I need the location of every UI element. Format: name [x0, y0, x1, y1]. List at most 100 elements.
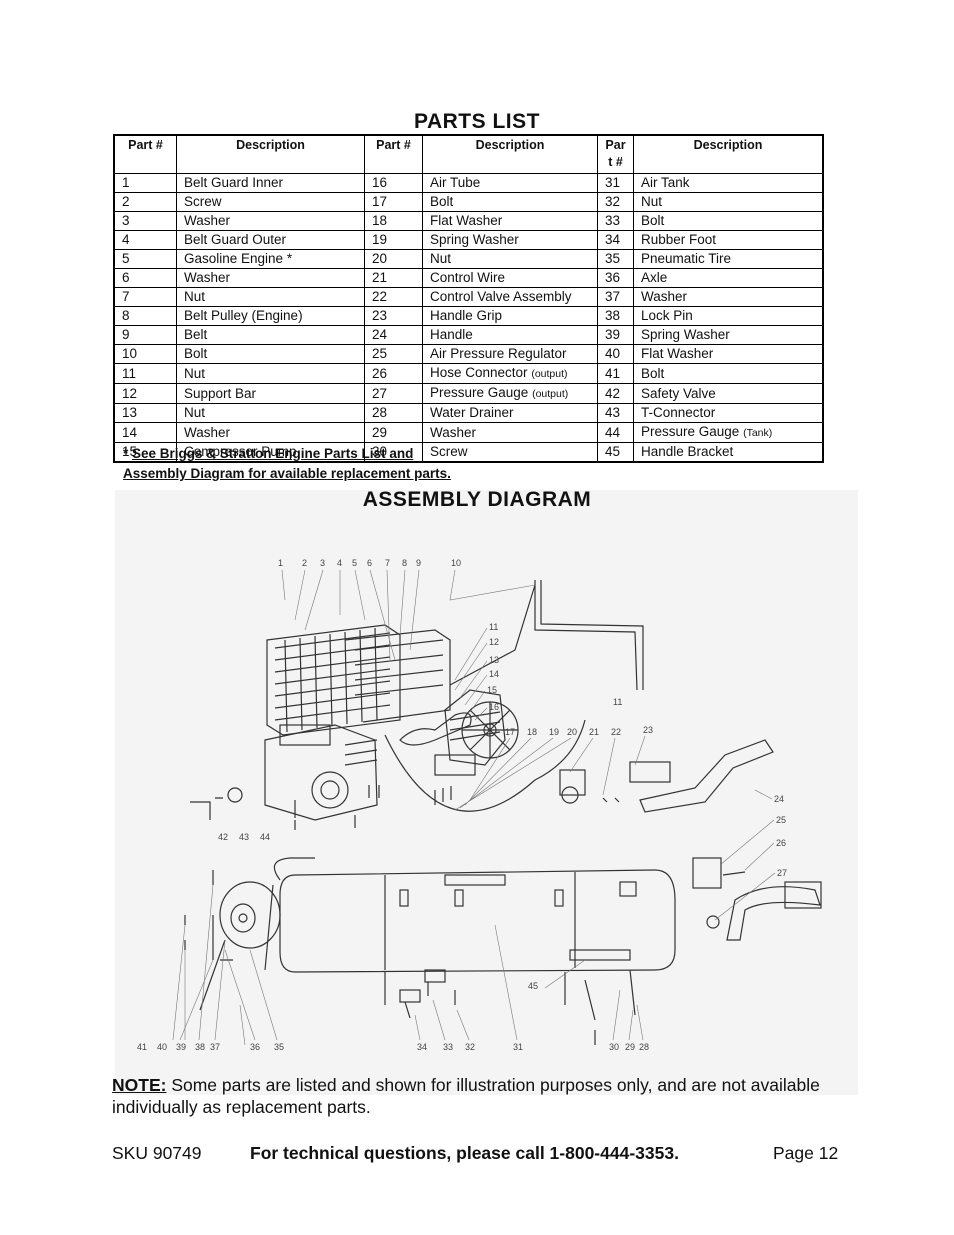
description-cell-text: Pressure Gauge [641, 424, 740, 439]
handle-bracket-illustration [264, 857, 315, 971]
description-cell-text: T-Connector [641, 405, 716, 420]
description-cell: Bolt [422, 192, 598, 212]
control-wire-illustration [384, 719, 586, 812]
callout-14: 14 [489, 669, 499, 679]
description-cell: Washer [633, 287, 824, 307]
description-cell-text: Support Bar [184, 385, 257, 401]
part-number-cell-text: 15 [122, 444, 138, 459]
callout-22: 22 [611, 727, 621, 737]
description-cell-text: Belt Guard Inner [184, 175, 284, 190]
part-number-cell-text: 2 [122, 194, 130, 209]
part-number-cell: 31 [597, 173, 634, 193]
callout-18: 18 [527, 727, 537, 737]
description-cell-text: Nut [184, 365, 206, 381]
part-number-cell: 15 [113, 442, 177, 462]
assembly-diagram-title: ASSEMBLY DIAGRAM [362, 488, 592, 511]
part-number-cell-text: 44 [605, 424, 621, 440]
description-cell: Axle [633, 268, 824, 288]
callout-33: 33 [443, 1042, 453, 1052]
description-cell: Handle [422, 325, 598, 345]
callout-7: 7 [385, 558, 390, 568]
description-cell: Belt Pulley (Engine) [176, 306, 365, 326]
callout-27: 27 [777, 868, 787, 878]
description-cell: Bolt [633, 211, 824, 231]
col-header-part-number-3: Par t # [597, 135, 634, 174]
part-number-cell-text: 20 [372, 251, 388, 266]
description-cell-text: Air Pressure Regulator [430, 346, 567, 361]
part-number-cell-text: 25 [372, 346, 388, 361]
description-cell: Nut [176, 363, 365, 384]
part-number-cell-text: 16 [372, 175, 388, 190]
part-number-cell-text: 34 [605, 232, 621, 247]
callout-11-tube: 11 [613, 697, 622, 707]
part-number-cell: 17 [364, 192, 423, 212]
col-header-description-2: Description [422, 135, 598, 174]
engine-footnote: * See Briggs & Stratton Engine Parts Lis… [123, 444, 451, 484]
description-cell: T-Connector [633, 403, 824, 423]
description-cell-text: Flat Washer [430, 213, 503, 228]
part-number-cell-text: 24 [372, 327, 388, 342]
part-number-cell-text: 11 [122, 365, 137, 381]
leader-lines [172, 569, 776, 1046]
parts-table: Part # Description Part # Description Pa… [113, 134, 824, 463]
description-cell-text: Washer [184, 213, 231, 228]
description-cell: Spring Washer [422, 230, 598, 250]
description-cell-qualifier: (Tank) [743, 427, 773, 439]
diagram-callouts: 1 2 3 4 5 6 7 8 9 10 11 12 13 14 15 16 1… [137, 558, 787, 1052]
description-cell: Water Drainer [422, 403, 598, 423]
part-number-cell: 2 [113, 192, 177, 212]
description-cell-text: Belt [184, 327, 208, 342]
part-number-cell-text: 21 [372, 270, 388, 285]
description-cell: Pressure Gauge (output) [422, 383, 598, 404]
callout-40: 40 [157, 1042, 167, 1052]
description-cell: Pressure Gauge (Tank) [633, 422, 824, 443]
description-cell: Safety Valve [633, 383, 824, 404]
description-cell: Nut [176, 403, 365, 423]
callout-9: 9 [416, 558, 421, 568]
part-number-cell: 29 [364, 422, 423, 443]
compressor-pump-illustration [434, 689, 519, 776]
description-cell: Spring Washer [633, 325, 824, 345]
part-number-cell-text: 30 [372, 444, 388, 459]
description-cell-text: Hose Connector [430, 365, 528, 380]
callout-36: 36 [250, 1042, 260, 1052]
callout-8: 8 [402, 558, 407, 568]
part-number-cell-text: 3 [122, 213, 130, 228]
part-number-cell: 8 [113, 306, 177, 326]
description-cell-text: Safety Valve [641, 385, 716, 401]
description-cell-text: Handle [430, 327, 473, 342]
description-cell: Air Tank [633, 173, 824, 193]
description-cell-text: Bolt [641, 365, 665, 381]
part-number-cell: 38 [597, 306, 634, 326]
callout-11: 11 [489, 622, 498, 632]
description-cell-text: Lock Pin [641, 308, 693, 323]
description-cell: Lock Pin [633, 306, 824, 326]
description-cell-text: Control Valve Assembly [430, 289, 572, 304]
callout-12: 12 [489, 637, 499, 647]
part-number-cell: 9 [113, 325, 177, 345]
description-cell-text: Pneumatic Tire [641, 251, 732, 266]
description-cell-text: Washer [430, 424, 477, 440]
part-number-cell-text: 43 [605, 405, 621, 420]
description-cell-text: Nut [184, 405, 206, 420]
description-cell: Control Wire [422, 268, 598, 288]
description-cell-qualifier: (output) [531, 368, 568, 380]
description-cell: Handle Bracket [633, 442, 824, 462]
col-header-part-number-2: Part # [364, 135, 423, 174]
part-number-cell-text: 5 [122, 251, 130, 266]
description-cell-text: Air Tube [430, 175, 481, 190]
air-tank-illustration [279, 869, 676, 1021]
part-number-cell-text: 8 [122, 308, 130, 323]
description-cell-text: Bolt [641, 213, 665, 228]
callout-13: 13 [489, 655, 499, 665]
